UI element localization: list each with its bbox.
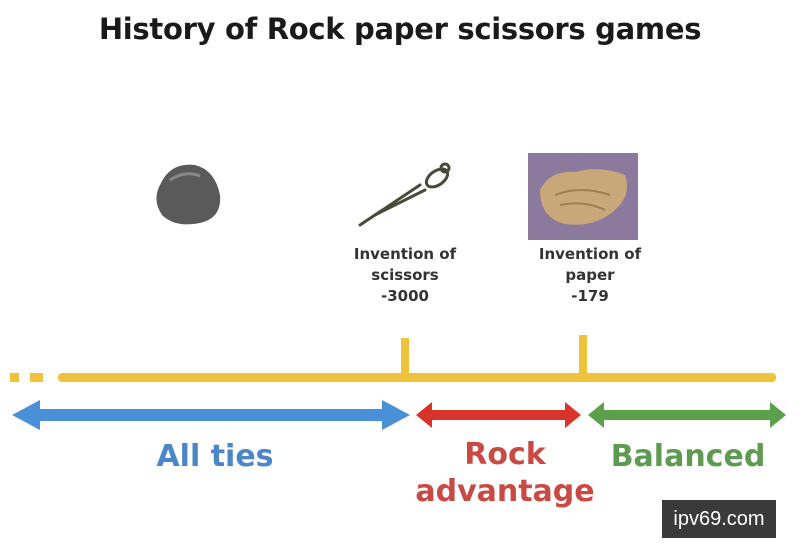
rock-icon [156, 164, 221, 225]
arrow-rock-advantage [416, 402, 581, 428]
event-year: -3000 [381, 287, 429, 305]
page-title: History of Rock paper scissors games [98, 12, 702, 46]
period-label: advantage [415, 474, 595, 509]
period-label: Rock [464, 437, 546, 472]
tick-paper [579, 335, 587, 378]
tick-scissors [401, 338, 409, 378]
papyrus-image [528, 153, 638, 240]
arrow-balanced [588, 402, 786, 428]
event-label: Invention of [538, 245, 642, 263]
period-balanced: Balanced [610, 439, 766, 474]
timeline-axis [10, 335, 776, 382]
watermark: ipv69.com [662, 500, 776, 538]
event-year: -179 [571, 287, 609, 305]
event-scissors: Invention of scissors -3000 [330, 244, 480, 307]
period-rock-advantage: Rock advantage [405, 436, 605, 510]
event-paper: Invention of paper -179 [515, 244, 665, 307]
scissors-icon [358, 162, 451, 227]
event-label: paper [565, 266, 615, 284]
event-label: scissors [371, 266, 439, 284]
arrow-all-ties [12, 400, 410, 430]
event-label: Invention of [353, 245, 457, 263]
period-all-ties: All ties [156, 439, 274, 474]
